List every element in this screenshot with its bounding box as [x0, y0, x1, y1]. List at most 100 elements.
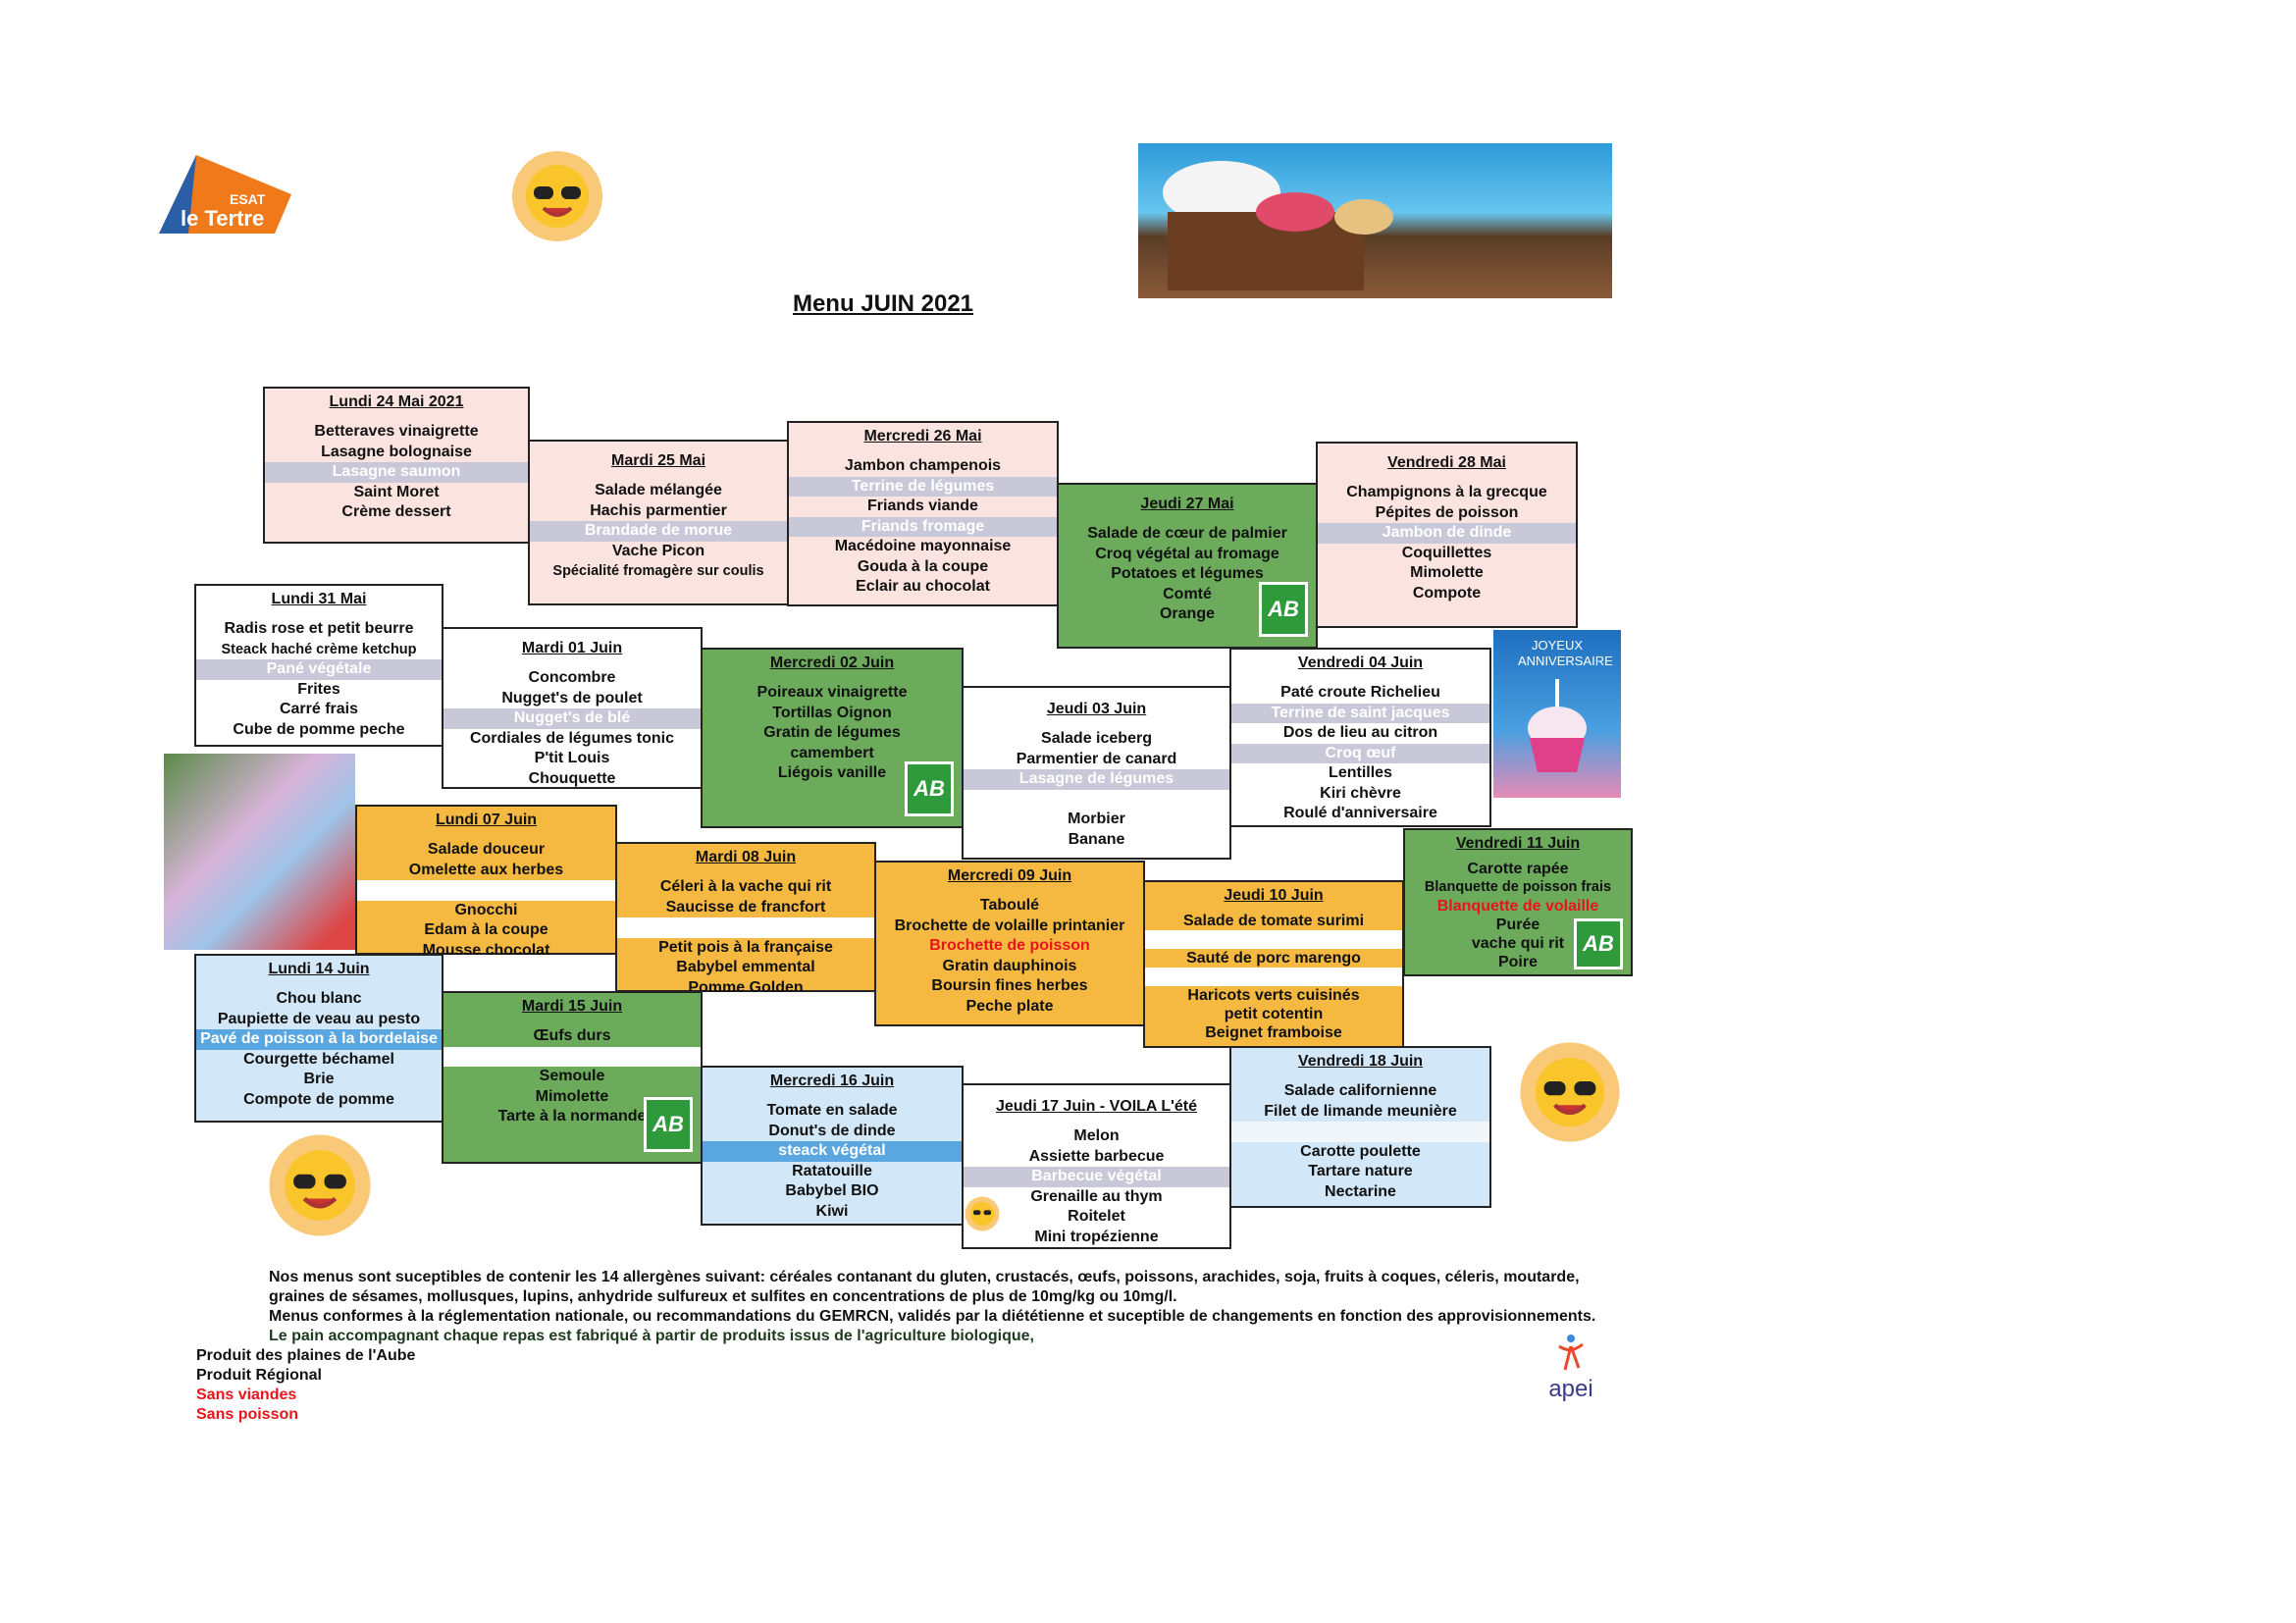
menu-item: Hachis parmentier [590, 501, 727, 519]
menu-item: Paupiette de veau au pesto [217, 1010, 421, 1027]
menu-item: Gouda à la coupe [857, 557, 989, 575]
menu-item: Roulé d'anniversaire [1283, 805, 1437, 821]
menu-item: Steack haché crème ketchup [221, 641, 417, 657]
day-title: Mercredi 26 Mai [863, 428, 982, 445]
menu-item: Tortillas Oignon [772, 704, 892, 721]
menu-item: Dos de lieu au citron [1282, 724, 1438, 741]
day-title: Jeudi 17 Juin - VOILA L'été [995, 1098, 1198, 1115]
day-title: Mardi 08 Juin [695, 849, 797, 865]
day-title: Mardi 25 Mai [610, 452, 706, 469]
menu-item: Poireaux vinaigrette [757, 684, 908, 701]
allergens-line-1: Nos menus sont suceptibles de contenir l… [269, 1269, 1580, 1285]
menu-item: Salade douceur [427, 841, 546, 858]
menu-item: Concombre [528, 669, 616, 686]
menu-item: Œufs durs [533, 1027, 611, 1044]
compliance-note: Menus conformes à la réglementation nati… [269, 1308, 1596, 1325]
menu-item: Kiri chèvre [1320, 784, 1401, 802]
day-title: Mardi 01 Juin [521, 640, 623, 656]
menu-item: Tomate en salade [766, 1102, 898, 1119]
summer-suitcase-beach-image [1138, 143, 1612, 298]
menu-item: Haricots verts cuisinés [1187, 987, 1360, 1004]
menu-item: Nugget's de poulet [501, 689, 643, 707]
menu-item: Terrine de légumes [789, 476, 1057, 497]
menu-item: Céleri à la vache qui rit [659, 878, 832, 895]
menu-item: Friands viande [867, 497, 978, 514]
menu-item: P'tit Louis [534, 750, 610, 766]
organic-ab-label-icon: AB [644, 1097, 693, 1152]
menu-item: Crème dessert [341, 503, 451, 520]
menu-item: Brochette de volaille printanier [894, 916, 1125, 934]
menu-item: Filet de poisson pané [357, 880, 615, 901]
menu-item: Morbier [1068, 811, 1125, 827]
svg-text:ESAT: ESAT [230, 191, 266, 207]
birthday-cupcake-image: JOYEUX ANNIVERSAIRE [1493, 630, 1621, 798]
menu-item: vache qui rit [1471, 935, 1565, 952]
menu-item: Potatoes et légumes [1111, 565, 1264, 582]
menu-item: Macédoine mayonnaise [834, 538, 1012, 554]
page-title: Menu JUIN 2021 [792, 290, 974, 317]
menu-item: Carotte rapée [1467, 861, 1569, 877]
menu-item: Carotte poulette [1300, 1142, 1421, 1160]
day-title: Lundi 14 Juin [268, 961, 370, 977]
menu-item: Radis rose et petit beurre [224, 620, 414, 637]
menu-item: Vache Picon [611, 542, 705, 559]
menu-item: Cube de pomme peche [233, 720, 405, 738]
menu-item: Chou blanc [276, 990, 362, 1007]
menu-item: Cordiales de légumes tonic [469, 729, 675, 747]
menu-item: petit cotentin [1224, 1006, 1324, 1022]
small-sun-icon [964, 1195, 1001, 1232]
organic-label-text: AB [1577, 921, 1620, 967]
sun-sunglasses-icon [1516, 1038, 1624, 1146]
menu-item: Beignet framboise [1205, 1024, 1342, 1041]
footer-notes: Nos menus sont suceptibles de contenir l… [269, 1268, 1595, 1346]
menu-item: Pané végétale [196, 659, 442, 680]
menu-item: Gnocchi [454, 901, 518, 918]
menu-item: Donut's de dinde [768, 1122, 896, 1139]
menu-item: Mini tropézienne [1034, 1228, 1159, 1245]
menu-item: Pépites de poisson [1375, 503, 1519, 521]
menu-item: Edam à la coupe [424, 921, 548, 938]
menu-item: Pomme Golden [688, 978, 804, 996]
menu-item: Brochette de poisson [929, 937, 1090, 954]
svg-text:le Tertre: le Tertre [181, 206, 264, 231]
legend-sans-poisson: Sans poisson [196, 1406, 299, 1423]
day-title: Lundi 31 Mai [271, 591, 367, 607]
menu-item: Salade iceberg [1041, 730, 1152, 747]
menu-item: Melon [1073, 1127, 1120, 1144]
menu-item: Pavé de poisson à la bordelaise [196, 1029, 442, 1050]
organic-label-text: AB [647, 1100, 690, 1149]
menu-item: Tartare nature [1308, 1163, 1413, 1179]
organic-ab-label-icon: AB [1574, 918, 1623, 969]
menu-item: Lasagne saumon [265, 462, 528, 483]
flowers-melon-image [164, 754, 355, 950]
menu-item: Paté croute Richelieu [1280, 684, 1440, 701]
day-title: Jeudi 03 Juin [1046, 701, 1147, 717]
legend-regional: Produit Régional [196, 1367, 322, 1384]
menu-item [964, 790, 1229, 811]
menu-item: Nugget's de blé [444, 708, 701, 729]
menu-item: Poire [1497, 954, 1538, 970]
menu-item: Spécialité fromagère sur coulis [552, 563, 764, 579]
menu-item: Parmentier de canard [1016, 750, 1177, 767]
menu-item: camembert [790, 744, 874, 761]
menu-item: Roitelet [1068, 1208, 1125, 1225]
menu-item: Omelette aux herbes [408, 861, 564, 878]
menu-item: Frites [297, 680, 340, 698]
day-title: Mercredi 16 Juin [769, 1073, 895, 1089]
menu-item: Croq œuf [1231, 743, 1489, 763]
menu-item: steack végétal [703, 1141, 962, 1162]
menu-item: Orange [1159, 605, 1215, 622]
menu-item: Semoule [539, 1068, 605, 1084]
day-title: Vendredi 28 Mai [1387, 454, 1506, 471]
sun-sunglasses-icon [265, 1130, 375, 1240]
sun-sunglasses-icon [508, 147, 606, 245]
menu-item: Grenaille au thym [1030, 1187, 1163, 1205]
